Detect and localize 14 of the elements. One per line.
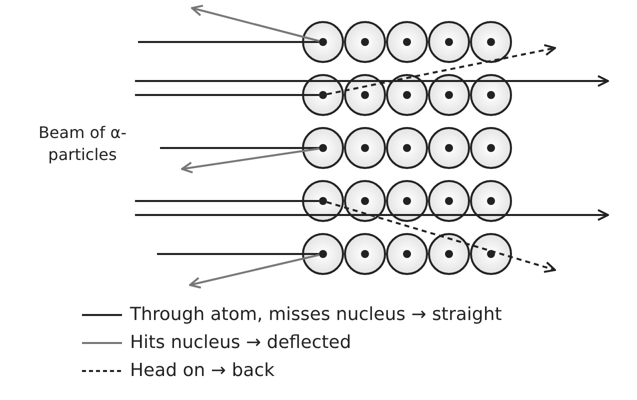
incoming-track-line (135, 200, 319, 202)
legend-text: Head on → back (130, 359, 275, 383)
incoming-track-line (138, 41, 319, 43)
dashed-trajectory-arrow (326, 44, 556, 96)
legend-text: Through atom, misses nucleus → straight (130, 303, 502, 327)
deflected-trajectory-arrow (181, 148, 320, 174)
incoming-track-line (160, 147, 319, 149)
incoming-track-line (157, 253, 319, 255)
incoming-track-line (135, 94, 319, 96)
legend-text: Hits nucleus → deflected (130, 331, 352, 355)
deflected-trajectory-arrow (191, 4, 320, 42)
beam-label: Beam of α-particles (37, 122, 128, 166)
dashed-trajectory-arrow (326, 201, 556, 273)
deflected-trajectory-arrow (189, 254, 320, 289)
